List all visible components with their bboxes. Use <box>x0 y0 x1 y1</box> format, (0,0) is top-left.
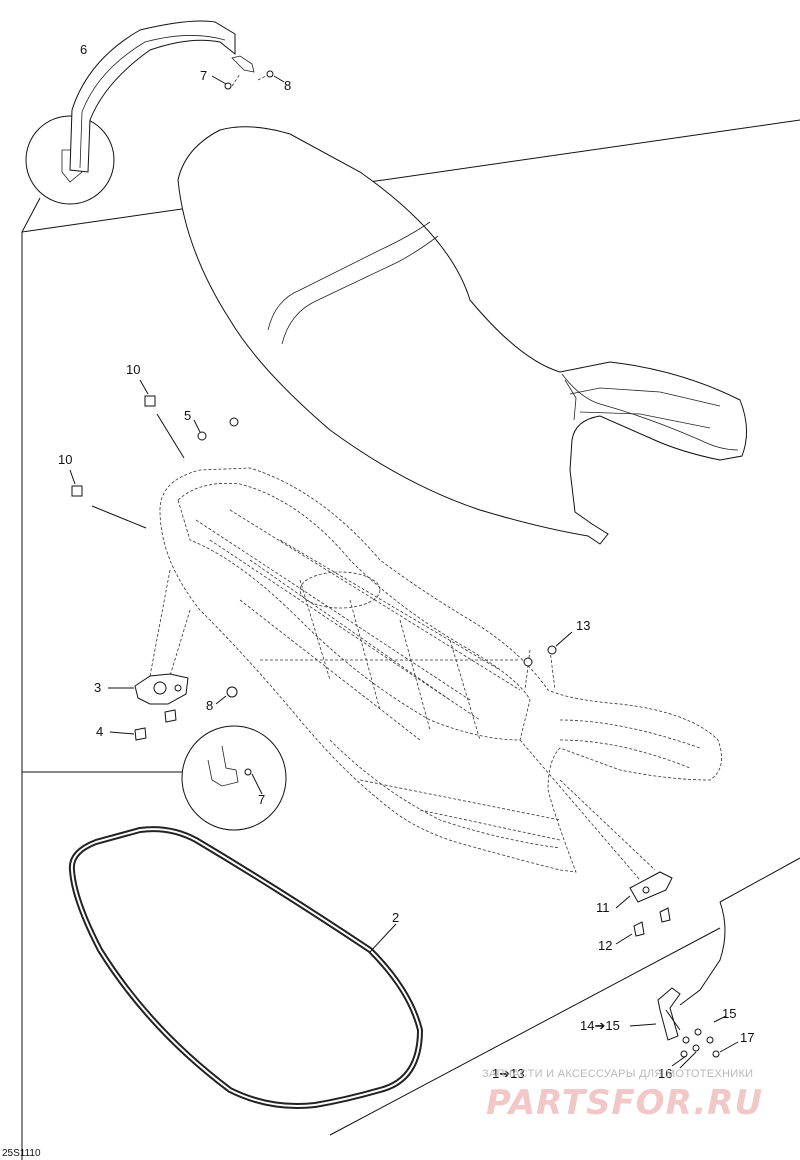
seat-base <box>159 467 722 873</box>
callout-2: 2 <box>392 910 399 925</box>
seat-cover <box>177 126 747 545</box>
callout-1-13: 1➔13 <box>492 1066 525 1081</box>
watermark-logo: PARTSFOR.RU <box>486 1083 763 1123</box>
ubolt-part-14 <box>629 987 739 1069</box>
callout-10-upper: 10 <box>126 362 140 377</box>
callout-11: 11 <box>596 900 610 915</box>
seal-part-2 <box>68 826 424 1109</box>
callout-6: 6 <box>80 42 87 57</box>
callout-13: 13 <box>576 618 590 633</box>
fastener-top <box>211 70 285 90</box>
small-fasteners <box>69 379 573 705</box>
callout-10-lower: 10 <box>58 452 72 467</box>
watermark-tagline: ЗАПЧАСТИ И АКСЕССУАРЫ ДЛЯ МОТОТЕХНИКИ <box>482 1068 753 1080</box>
callout-8-mid: 8 <box>206 698 213 713</box>
callout-7-detail: 7 <box>258 792 265 807</box>
callout-15: 15 <box>722 1006 736 1021</box>
dashed-leaders <box>149 569 656 881</box>
latch-part-3 <box>108 673 189 705</box>
bracket-part-11 <box>615 871 673 945</box>
diagram-code: 25S1110 <box>2 1148 41 1159</box>
strap-part-6 <box>69 20 255 173</box>
callout-8-top: 8 <box>284 78 291 93</box>
watermark: ЗАПЧАСТИ И АКСЕССУАРЫ ДЛЯ МОТОТЕХНИКИ PA… <box>482 1068 763 1123</box>
frame-lines <box>21 119 800 1160</box>
callout-4: 4 <box>96 724 103 739</box>
callout-16: 16 <box>658 1066 672 1081</box>
callout-14-15: 14➔15 <box>580 1018 620 1033</box>
callouts: 6 7 8 10 5 10 13 3 8 4 7 11 2 12 14➔15 1… <box>58 42 754 1081</box>
screws-part-4 <box>109 709 177 741</box>
detail-circle-bracket <box>181 725 287 831</box>
callout-3: 3 <box>94 680 101 695</box>
callout-7-top: 7 <box>200 68 207 83</box>
callout-5: 5 <box>184 408 191 423</box>
callout-12: 12 <box>598 938 612 953</box>
callout-17: 17 <box>740 1030 754 1045</box>
